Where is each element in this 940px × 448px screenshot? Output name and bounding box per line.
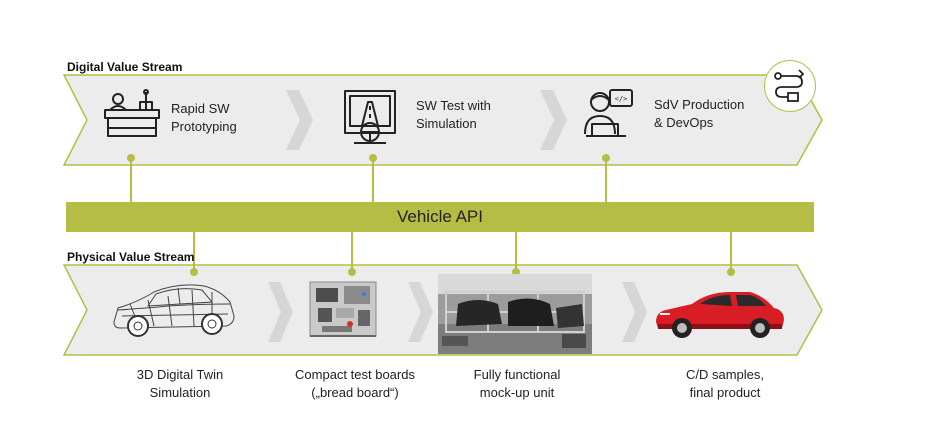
physical-step-2-caption: Compact test boards („bread board“) bbox=[280, 366, 430, 402]
physical-step-3-caption: Fully functional mock-up unit bbox=[452, 366, 582, 402]
digital-step-1-line2: Prototyping bbox=[171, 119, 237, 134]
physical-step-1-line1: 3D Digital Twin bbox=[136, 367, 224, 382]
wireframe-car-image bbox=[113, 284, 235, 337]
physical-chevron-1 bbox=[268, 282, 293, 342]
physical-step-4-line1: C/D samples, bbox=[685, 367, 765, 382]
digital-step-2-line2: Simulation bbox=[416, 116, 477, 131]
digital-step-2-label: SW Test with Simulation bbox=[416, 97, 491, 133]
digital-stream-title: Digital Value Stream bbox=[67, 60, 183, 74]
svg-text:</>: </> bbox=[615, 95, 628, 103]
digital-step-3-line2: & DevOps bbox=[654, 115, 714, 130]
physical-chevron-2 bbox=[408, 282, 433, 342]
developer-laptop-icon: </> bbox=[584, 89, 633, 137]
physical-connectors bbox=[190, 232, 735, 276]
physical-stream-title: Physical Value Stream bbox=[67, 250, 195, 264]
physical-step-2-line2: („bread board“) bbox=[311, 385, 399, 400]
physical-step-2-line1: Compact test boards bbox=[295, 367, 415, 382]
workflow-icon bbox=[774, 69, 805, 102]
vehicle-api-label: Vehicle API bbox=[396, 207, 483, 226]
physical-step-4-caption: C/D samples, final product bbox=[660, 366, 790, 402]
digital-step-3-label: SdV Production & DevOps bbox=[654, 96, 744, 132]
red-car-image bbox=[656, 292, 784, 338]
physical-step-3-line2: mock-up unit bbox=[479, 385, 555, 400]
digital-step-3-line1: SdV Production bbox=[654, 97, 745, 112]
physical-chevron-3 bbox=[622, 282, 647, 342]
physical-step-3-line1: Fully functional bbox=[473, 367, 561, 382]
physical-step-1-caption: 3D Digital Twin Simulation bbox=[115, 366, 245, 402]
digital-chevron-2 bbox=[540, 90, 567, 150]
physical-step-1-line2: Simulation bbox=[149, 385, 211, 400]
prototyping-desk-icon bbox=[104, 89, 160, 137]
vehicle-api-bar bbox=[66, 202, 814, 232]
digital-step-2-line1: SW Test with bbox=[416, 98, 491, 113]
digital-connectors bbox=[127, 154, 610, 202]
mockup-unit-image bbox=[438, 274, 592, 354]
test-board-image bbox=[309, 281, 377, 337]
digital-step-1-line1: Rapid SW bbox=[171, 101, 230, 116]
digital-chevron-1 bbox=[286, 90, 313, 150]
physical-step-4-line2: final product bbox=[689, 385, 761, 400]
workflow-icon-badge bbox=[764, 60, 816, 112]
digital-step-1-label: Rapid SW Prototyping bbox=[171, 100, 237, 136]
driving-simulator-icon bbox=[344, 90, 396, 144]
